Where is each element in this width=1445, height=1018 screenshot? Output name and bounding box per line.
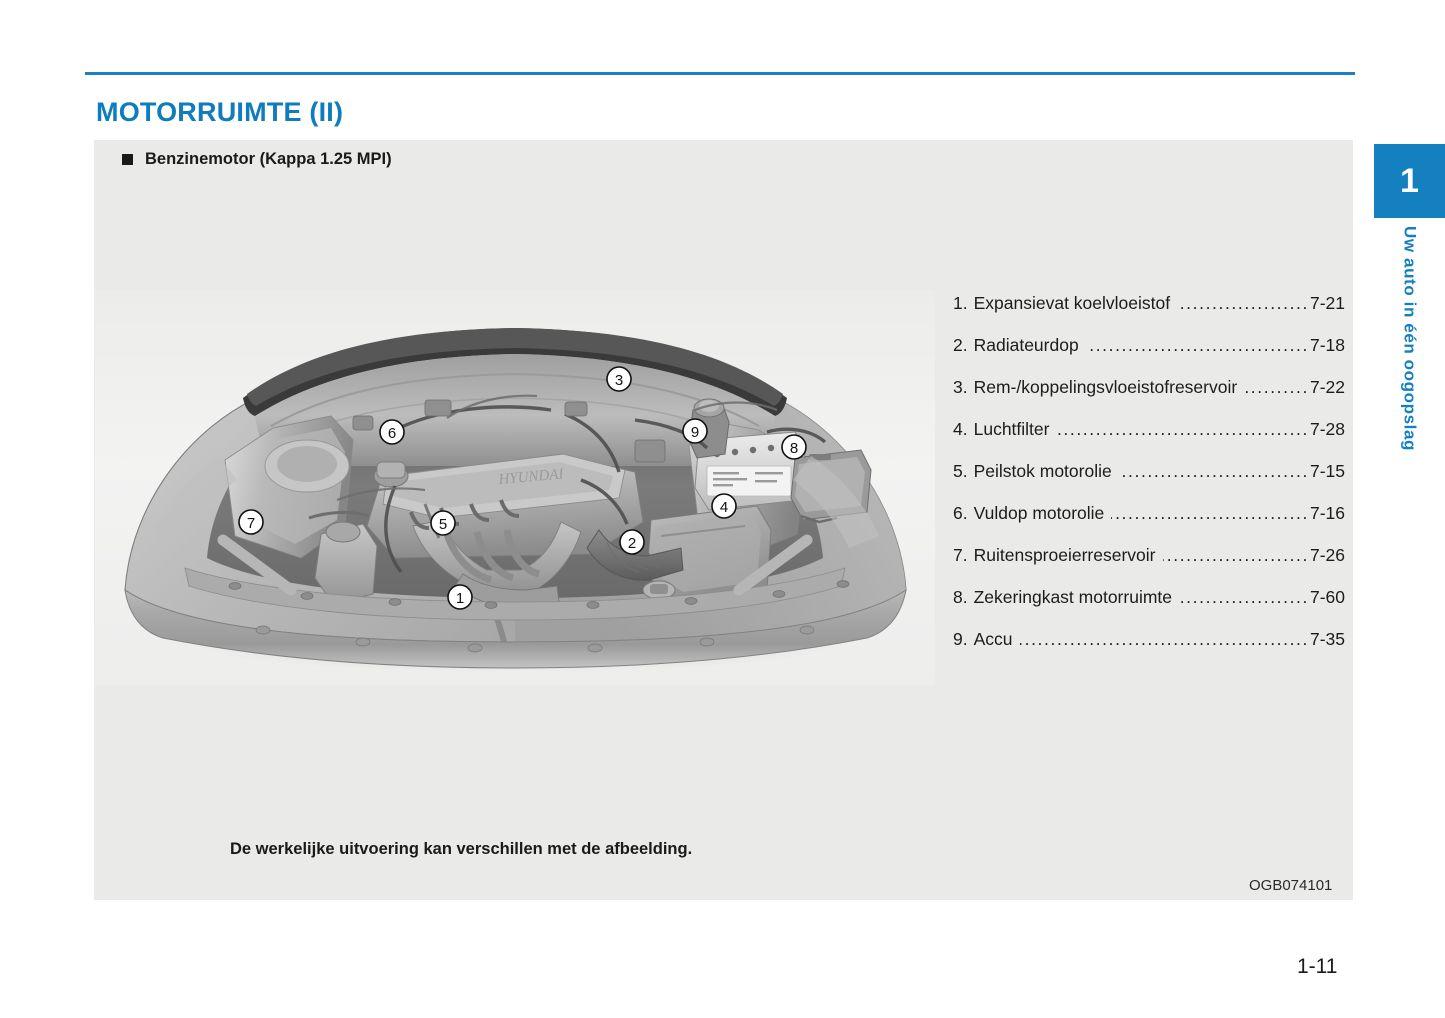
callout-2: 2: [619, 529, 645, 555]
part-number: 7.: [953, 545, 968, 565]
svg-text:8: 8: [790, 440, 798, 457]
svg-text:3: 3: [615, 372, 623, 389]
callout-group: 1 2 3 4 5 6 7: [238, 366, 807, 610]
part-label: Vuldop motorolie: [973, 503, 1105, 523]
svg-text:2: 2: [628, 535, 636, 552]
list-item: 6. Vuldop motorolie ....................…: [953, 503, 1345, 545]
list-item: 2. Radiateurdop ........................…: [953, 335, 1345, 377]
chapter-tab-label: Uw auto in één oogopslag: [1374, 226, 1445, 496]
leader-dots: ........................................…: [1177, 293, 1309, 313]
part-number: 9.: [953, 629, 968, 649]
leader-dots: ........................................…: [1244, 377, 1309, 397]
part-page-ref: 7-21: [1309, 293, 1345, 313]
leader-dots: ........................................…: [1085, 335, 1309, 355]
callout-6: 6: [379, 419, 405, 445]
list-item: 3. Rem-/koppelingsvloeistofreservoir ...…: [953, 377, 1345, 419]
part-page-ref: 7-15: [1309, 461, 1345, 481]
part-number: 6.: [953, 503, 968, 523]
part-page-ref: 7-16: [1309, 503, 1345, 523]
callout-4: 4: [711, 493, 737, 519]
leader-dots: ........................................…: [1179, 587, 1309, 607]
leader-dots: ........................................…: [1119, 461, 1309, 481]
part-label: Luchtfilter: [973, 419, 1050, 439]
list-item: 8. Zekeringkast motorruimte ............…: [953, 587, 1345, 629]
chapter-tab-number: 1: [1400, 161, 1419, 200]
leader-dots: ........................................…: [1111, 503, 1309, 523]
list-item: 5. Peilstok motorolie ..................…: [953, 461, 1345, 503]
part-label: Zekeringkast motorruimte: [973, 587, 1173, 607]
page-title: MOTORRUIMTE (II): [96, 97, 344, 127]
figure-caption: De werkelijke uitvoering kan verschillen…: [230, 840, 693, 858]
part-number: 4.: [953, 419, 968, 439]
callout-3: 3: [606, 366, 632, 392]
chapter-tab-label-text: Uw auto in één oogopslag: [1400, 226, 1420, 452]
parts-legend-list: 1. Expansievat koelvloeistof ...........…: [953, 293, 1345, 671]
part-label: Accu: [973, 629, 1013, 649]
list-item: 9. Accu ................................…: [953, 629, 1345, 671]
part-number: 1.: [953, 293, 968, 313]
svg-text:6: 6: [388, 425, 396, 442]
svg-text:4: 4: [720, 499, 728, 516]
leader-dots: ........................................…: [1019, 629, 1309, 649]
header-rule: [85, 72, 1355, 75]
part-number: 8.: [953, 587, 968, 607]
leader-dots: ........................................…: [1163, 545, 1309, 565]
part-page-ref: 7-35: [1309, 629, 1345, 649]
list-item: 1. Expansievat koelvloeistof ...........…: [953, 293, 1345, 335]
figure-code: OGB074101: [1249, 877, 1333, 894]
section-subtitle-label: Benzinemotor (Kappa 1.25 MPI): [145, 150, 392, 168]
svg-text:7: 7: [247, 515, 255, 532]
list-item: 4. Luchtfilter .........................…: [953, 419, 1345, 461]
callout-7: 7: [238, 509, 264, 535]
callout-1: 1: [447, 584, 473, 610]
callout-8: 8: [781, 434, 807, 460]
chapter-tab-box: 1: [1374, 144, 1445, 218]
page-number: 1-11: [1297, 955, 1338, 978]
engine-bay-illustration: HYUNDAI: [95, 290, 935, 685]
part-label: Ruitensproeierreservoir: [973, 545, 1156, 565]
part-label: Expansievat koelvloeistof: [973, 293, 1171, 313]
svg-text:5: 5: [439, 516, 447, 533]
part-page-ref: 7-18: [1309, 335, 1345, 355]
section-subtitle: Benzinemotor (Kappa 1.25 MPI): [122, 150, 392, 169]
part-page-ref: 7-60: [1309, 587, 1345, 607]
leader-dots: ........................................…: [1056, 419, 1309, 439]
callout-9: 9: [682, 418, 708, 444]
svg-text:HYUNDAI: HYUNDAI: [497, 466, 565, 488]
svg-text:9: 9: [691, 424, 699, 441]
part-label: Rem-/koppelingsvloeistofreservoir: [973, 377, 1238, 397]
part-page-ref: 7-26: [1309, 545, 1345, 565]
square-bullet-icon: [122, 154, 133, 165]
part-label: Peilstok motorolie: [973, 461, 1112, 481]
engine-bay-svg: HYUNDAI: [95, 290, 935, 685]
part-page-ref: 7-22: [1309, 377, 1345, 397]
part-number: 2.: [953, 335, 968, 355]
part-label: Radiateurdop: [973, 335, 1079, 355]
part-page-ref: 7-28: [1309, 419, 1345, 439]
svg-text:1: 1: [456, 590, 464, 607]
part-number: 5.: [953, 461, 968, 481]
part-number: 3.: [953, 377, 968, 397]
list-item: 7. Ruitensproeierreservoir .............…: [953, 545, 1345, 587]
callout-5: 5: [430, 510, 456, 536]
